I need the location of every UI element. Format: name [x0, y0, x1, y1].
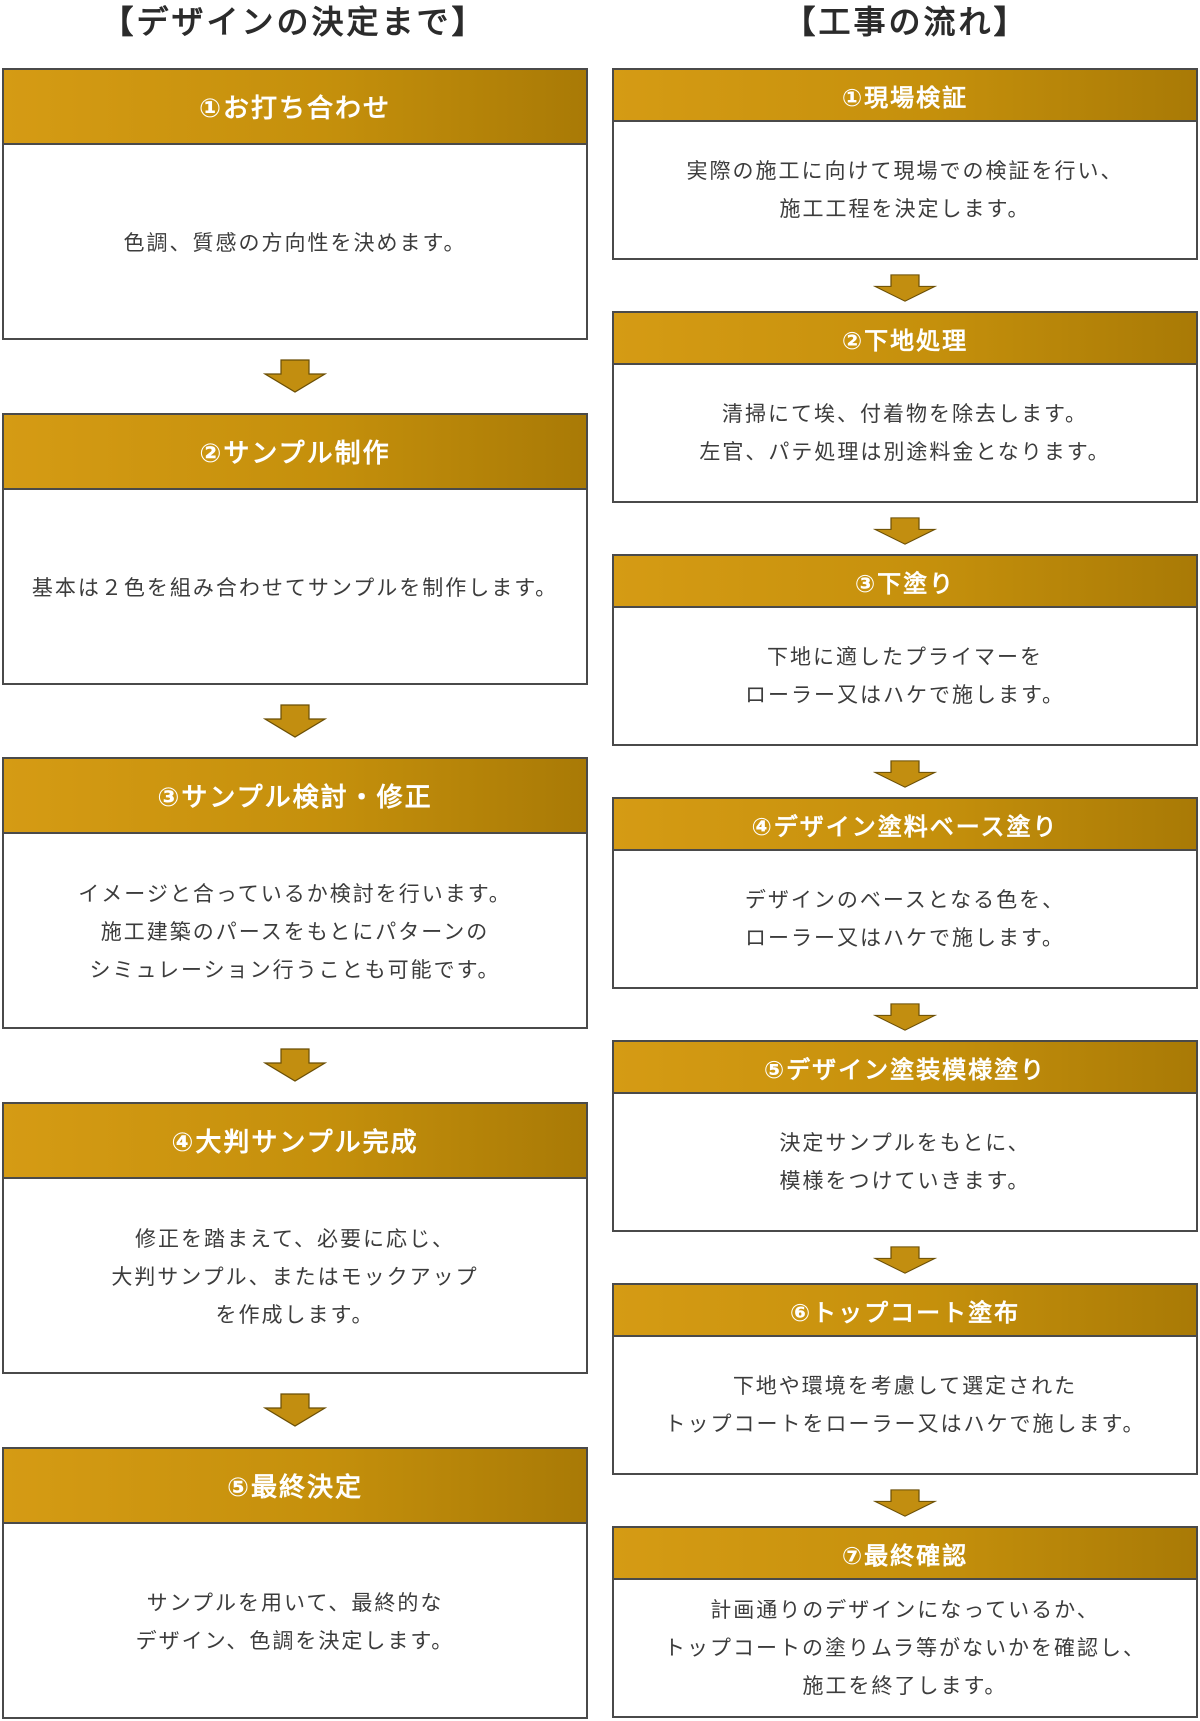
- step-heading: ④デザイン塗料ベース塗り: [614, 799, 1196, 851]
- down-arrow-icon: [873, 1246, 937, 1274]
- step-description: 計画通りのデザインになっているか、トップコートの塗りムラ等がないかを確認し、施工…: [614, 1580, 1196, 1716]
- step-description: 決定サンプルをもとに、模様をつけていきます。: [614, 1094, 1196, 1230]
- left-step-card: ⑤最終決定サンプルを用いて、最終的なデザイン、色調を決定します。: [2, 1447, 588, 1719]
- description-line: 模様をつけていきます。: [779, 1169, 1031, 1193]
- down-arrow-icon: [873, 517, 937, 545]
- step-heading: ③サンプル検討・修正: [4, 759, 586, 834]
- description-line: 施工建築のパースをもとにパターンの: [100, 919, 490, 944]
- step-description: 色調、質感の方向性を決めます。: [4, 145, 586, 340]
- left-column-title: 【デザインの決定まで】: [101, 3, 487, 41]
- step-heading: ①現場検証: [614, 70, 1196, 122]
- description-line: イメージと合っているか検討を行います。: [78, 881, 512, 906]
- description-line: 計画通りのデザインになっているか、: [710, 1598, 1100, 1622]
- right-column-title: 【工事の流れ】: [783, 3, 1029, 41]
- left-step-card: ②サンプル制作基本は２色を組み合わせてサンプルを制作します。: [2, 413, 588, 685]
- right-step-card: ②下地処理清掃にて埃、付着物を除去します。左官、パテ処理は別途料金となります。: [612, 311, 1198, 503]
- step-heading: ⑤デザイン塗装模様塗り: [614, 1042, 1196, 1094]
- down-arrow-icon: [263, 704, 327, 738]
- down-arrow-icon: [873, 760, 937, 788]
- description-line: サンプルを用いて、最終的な: [146, 1590, 444, 1615]
- step-description: 実際の施工に向けて現場での検証を行い、施工工程を決定します。: [614, 122, 1196, 258]
- down-arrow-icon: [263, 1048, 327, 1082]
- description-line: トップコートをローラー又はハケで施します。: [664, 1412, 1146, 1436]
- right-step-card: ③下塗り下地に適したプライマーをローラー又はハケで施します。: [612, 554, 1198, 746]
- description-line: 決定サンプルをもとに、: [779, 1131, 1031, 1155]
- step-description: 修正を踏まえて、必要に応じ、大判サンプル、またはモックアップを作成します。: [4, 1179, 586, 1374]
- right-step-card: ①現場検証実際の施工に向けて現場での検証を行い、施工工程を決定します。: [612, 68, 1198, 260]
- left-step-card: ①お打ち合わせ色調、質感の方向性を決めます。: [2, 68, 588, 340]
- step-heading: ②下地処理: [614, 313, 1196, 365]
- step-description: サンプルを用いて、最終的なデザイン、色調を決定します。: [4, 1524, 586, 1719]
- step-heading: ⑦最終確認: [614, 1528, 1196, 1580]
- down-arrow-icon: [263, 1393, 327, 1427]
- step-description: 下地に適したプライマーをローラー又はハケで施します。: [614, 608, 1196, 744]
- description-line: シミュレーション行うことも可能です。: [89, 957, 501, 982]
- description-line: 色調、質感の方向性を決めます。: [123, 230, 467, 255]
- step-description: イメージと合っているか検討を行います。施工建築のパースをもとにパターンのシミュレ…: [4, 834, 586, 1029]
- down-arrow-icon: [873, 1003, 937, 1031]
- step-heading: ②サンプル制作: [4, 415, 586, 490]
- step-heading: ③下塗り: [614, 556, 1196, 608]
- step-heading: ④大判サンプル完成: [4, 1104, 586, 1179]
- description-line: デザイン、色調を決定します。: [135, 1628, 455, 1653]
- step-heading: ⑤最終決定: [4, 1449, 586, 1524]
- step-description: 下地や環境を考慮して選定されたトップコートをローラー又はハケで施します。: [614, 1337, 1196, 1473]
- step-heading: ①お打ち合わせ: [4, 70, 586, 145]
- step-description: 基本は２色を組み合わせてサンプルを制作します。: [4, 490, 586, 685]
- description-line: 施工を終了します。: [802, 1674, 1008, 1698]
- description-line: を作成します。: [215, 1302, 375, 1327]
- description-line: 清掃にて埃、付着物を除去します。: [722, 402, 1088, 426]
- step-heading: ⑥トップコート塗布: [614, 1285, 1196, 1337]
- right-step-card: ④デザイン塗料ベース塗りデザインのベースとなる色を、ローラー又はハケで施します。: [612, 797, 1198, 989]
- down-arrow-icon: [873, 1489, 937, 1517]
- right-step-card: ⑤デザイン塗装模様塗り決定サンプルをもとに、模様をつけていきます。: [612, 1040, 1198, 1232]
- description-line: ローラー又はハケで施します。: [745, 926, 1065, 950]
- right-step-card: ⑦最終確認計画通りのデザインになっているか、トップコートの塗りムラ等がないかを確…: [612, 1526, 1198, 1718]
- step-description: デザインのベースとなる色を、ローラー又はハケで施します。: [614, 851, 1196, 987]
- description-line: 大判サンプル、またはモックアップ: [111, 1264, 479, 1289]
- step-description: 清掃にて埃、付着物を除去します。左官、パテ処理は別途料金となります。: [614, 365, 1196, 501]
- left-step-card: ④大判サンプル完成修正を踏まえて、必要に応じ、大判サンプル、またはモックアップを…: [2, 1102, 588, 1374]
- description-line: トップコートの塗りムラ等がないかを確認し、: [664, 1636, 1146, 1660]
- description-line: 左官、パテ処理は別途料金となります。: [699, 440, 1111, 464]
- description-line: 下地に適したプライマーを: [767, 645, 1043, 669]
- description-line: ローラー又はハケで施します。: [745, 683, 1065, 707]
- right-step-card: ⑥トップコート塗布下地や環境を考慮して選定されたトップコートをローラー又はハケで…: [612, 1283, 1198, 1475]
- description-line: 下地や環境を考慮して選定された: [732, 1374, 1078, 1398]
- description-line: 修正を踏まえて、必要に応じ、: [135, 1226, 455, 1251]
- description-line: 施工工程を決定します。: [779, 197, 1031, 221]
- down-arrow-icon: [873, 274, 937, 302]
- left-step-card: ③サンプル検討・修正イメージと合っているか検討を行います。施工建築のパースをもと…: [2, 757, 588, 1029]
- description-line: 実際の施工に向けて現場での検証を行い、: [686, 159, 1124, 183]
- description-line: デザインのベースとなる色を、: [744, 888, 1066, 912]
- down-arrow-icon: [263, 359, 327, 393]
- description-line: 基本は２色を組み合わせてサンプルを制作します。: [31, 575, 559, 600]
